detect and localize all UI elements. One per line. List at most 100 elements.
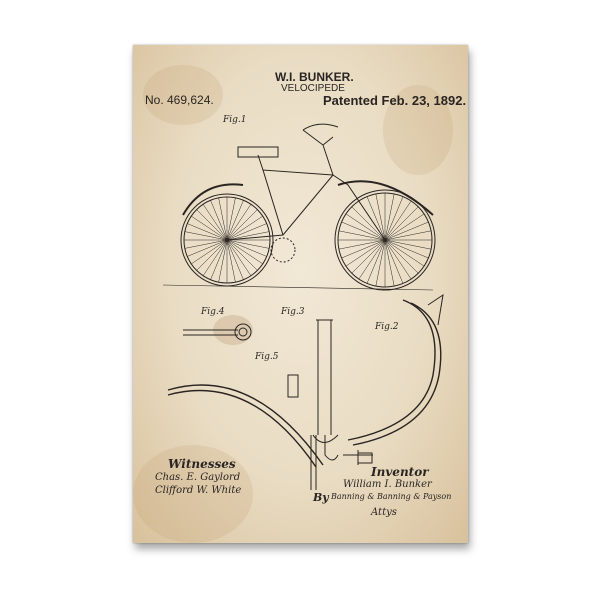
crank-circle: [270, 237, 296, 263]
wheel-spoke: [338, 239, 386, 250]
wheel-spoke: [210, 200, 228, 241]
wheel-spoke: [210, 239, 228, 280]
wheel-spoke: [184, 239, 228, 249]
fig2-drawing: [310, 293, 444, 490]
wheel-spoke: [384, 213, 425, 241]
paper-stain: [383, 85, 453, 175]
inventor-by: By: [313, 491, 329, 504]
rear-fender: [182, 183, 244, 216]
wheel-spoke: [226, 204, 252, 241]
wheel-spoke: [345, 239, 386, 267]
witness-signature: Chas. E. Gaylord: [155, 472, 241, 483]
witnesses-heading: Witnesses: [168, 457, 236, 471]
wheel-spoke: [191, 215, 228, 241]
wheel-spoke: [384, 239, 412, 280]
inventor-name: William I. Bunker: [343, 479, 432, 490]
wheel-spoke: [384, 239, 419, 274]
wheel-spoke: [196, 239, 228, 271]
wheel-spoke: [226, 239, 258, 271]
fig4-hub: [234, 323, 252, 341]
wheel-spoke: [384, 196, 404, 241]
wheel-spoke: [226, 200, 244, 241]
wheel-spoke: [226, 239, 267, 257]
fig3-drawing: [312, 319, 339, 461]
wheel-spoke: [202, 239, 228, 276]
wheel-spoke: [226, 239, 270, 249]
front-fender: [337, 180, 434, 216]
fig2-label: Fig.2: [375, 322, 399, 332]
fig3-label: Fig.3: [281, 307, 305, 317]
wheel-spoke: [384, 230, 432, 241]
wheel-spoke: [184, 231, 228, 241]
front-wheel-rim: [334, 189, 436, 291]
wheel-spoke: [226, 197, 236, 241]
fig5-label: Fig.5: [255, 352, 279, 362]
wheel-spoke: [384, 239, 425, 267]
wheel-spoke: [226, 239, 244, 280]
wheel-spoke: [187, 223, 228, 241]
fig2-fork-end: [427, 293, 444, 326]
fig5-drawing: [167, 374, 324, 468]
wheel-spoke: [351, 239, 386, 274]
wheel-spoke: [196, 209, 228, 241]
patent-date: Patented Feb. 23, 1892.: [323, 93, 467, 108]
wheel-spoke: [226, 239, 252, 276]
wheel-spoke: [375, 193, 386, 241]
handlebar: [302, 123, 339, 131]
fig2-stay: [310, 435, 317, 490]
fig4-rod: [183, 329, 238, 336]
wheel-spoke: [338, 230, 386, 241]
wheel-spoke: [366, 239, 386, 284]
wheel-spoke: [218, 197, 228, 241]
wheel-spoke: [226, 231, 270, 241]
paper-stain: [143, 65, 223, 125]
wheel-spoke: [345, 213, 386, 241]
bicycle-figure: [162, 123, 436, 291]
patent-poster-canvas: W.I. BUNKER. VELOCIPEDE No. 469,624. Pat…: [133, 45, 468, 543]
wheel-spoke: [384, 193, 395, 241]
fig4-drawing: [183, 323, 252, 341]
witness-signature: Clifford W. White: [155, 485, 242, 496]
wheel-spoke: [351, 206, 386, 241]
wheel-spoke: [384, 239, 432, 250]
fig2-fender: [347, 299, 442, 446]
wheel-spoke: [384, 239, 395, 287]
wheel-spoke: [226, 215, 263, 241]
fig4-label: Fig.4: [201, 307, 225, 317]
attorneys-signature: Banning & Banning & Payson: [331, 492, 452, 501]
wheel-spoke: [226, 209, 258, 241]
patent-inventor-header: W.I. BUNKER.: [275, 70, 354, 84]
fig5-fender: [167, 384, 324, 468]
wheel-spoke: [384, 221, 429, 241]
wheel-spoke: [384, 200, 412, 241]
fig5-bracket: [287, 374, 299, 398]
wheel-spoke: [226, 239, 263, 265]
fig1-label: Fig.1: [223, 115, 247, 125]
patent-drawing: [162, 123, 444, 490]
fig2-clamp: [357, 452, 373, 464]
wheel-spoke: [202, 204, 228, 241]
wheel-spoke: [341, 239, 386, 259]
wheel-spoke: [384, 239, 429, 259]
wheel-spoke: [384, 206, 419, 241]
patent-title: VELOCIPEDE: [281, 83, 345, 94]
bicycle-frame: [226, 129, 386, 241]
fig4-hub: [238, 327, 248, 337]
wheel-spoke: [358, 239, 386, 280]
wheel-spoke: [226, 223, 267, 241]
wheel-spoke: [375, 239, 386, 287]
saddle: [237, 146, 279, 158]
wheel-spoke: [366, 196, 386, 241]
ground-line: [162, 284, 434, 291]
wheel-spoke: [341, 221, 386, 241]
wheel-spoke: [187, 239, 228, 257]
inventor-heading: Inventor: [371, 465, 429, 479]
wheel-spoke: [384, 239, 404, 284]
wheel-spoke: [191, 239, 228, 265]
wheel-spoke: [226, 239, 236, 283]
wheel-spoke: [218, 239, 228, 283]
wheel-spokes: [184, 193, 432, 287]
patent-number: No. 469,624.: [145, 93, 214, 107]
attys-label: Attys: [371, 507, 397, 518]
paper-stain: [133, 445, 253, 543]
